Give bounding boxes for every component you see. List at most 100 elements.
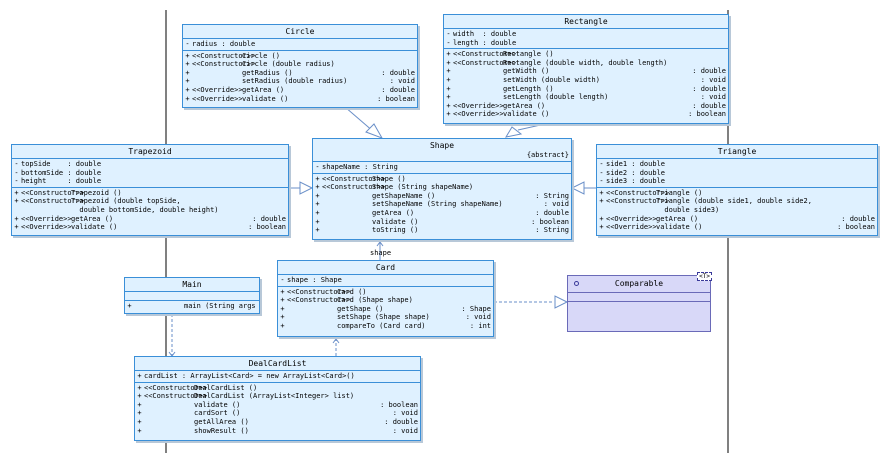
field-text: length : double [453, 38, 517, 47]
method-row: +<<Constructor>>Card () [278, 288, 493, 297]
method-return-type: : double [535, 208, 569, 217]
interface-comparable[interactable]: Comparable <T> [567, 272, 712, 332]
visibility-marker: + [14, 223, 19, 232]
method-row: +<<Constructor>>Circle (double radius) [183, 60, 417, 69]
visibility-marker: + [446, 93, 451, 102]
method-stereotype [322, 200, 372, 209]
method-return-type: : Shape [461, 304, 491, 313]
realization-card-comparable [494, 295, 569, 309]
method-stereotype [192, 69, 242, 78]
method-signature: Triangle (double side1, double side2, [656, 197, 812, 206]
interface-circle-icon [574, 281, 579, 286]
dealcardlist-fields: +cardList : ArrayList<Card> = new ArrayL… [135, 371, 420, 383]
class-shape[interactable]: Shape {abstract} -shapeName : String +<<… [312, 138, 572, 240]
method-signature: setRadius (double radius) [242, 77, 348, 86]
method-stereotype: <<Constructor>> [21, 197, 85, 206]
method-row: +setShapeName (String shapeName): void [313, 200, 571, 209]
method-return-type: : double [692, 67, 726, 76]
class-trapezoid[interactable]: Trapezoid -topSide : double-bottomSide :… [11, 144, 289, 236]
dependency-main-dealcardlist [168, 314, 176, 357]
visibility-marker: + [185, 68, 190, 77]
generalization-triangle-shape [570, 181, 596, 195]
method-row: +showResult (): void [135, 427, 420, 436]
method-signature: setShapeName (String shapeName) [372, 200, 503, 209]
shape-methods: +<<Constructor>>Shape ()+<<Constructor>>… [313, 174, 571, 236]
visibility-marker: + [446, 75, 451, 84]
field-row: -topSide : double [12, 160, 288, 169]
method-signature: Card () [337, 287, 367, 296]
class-circle[interactable]: Circle -radius : double +<<Constructor>>… [182, 24, 418, 108]
class-main-name: Main [125, 278, 259, 292]
method-return-type [286, 189, 288, 198]
method-row: +toString (): String [313, 226, 571, 235]
method-signature: setLength (double length) [503, 93, 609, 102]
method-row: +getRadius (): double [183, 69, 417, 78]
visibility-marker: + [185, 60, 190, 69]
method-stereotype: <<Constructor>> [322, 174, 386, 183]
method-stereotype: <<Constructor>> [606, 188, 670, 197]
class-dealcardlist[interactable]: DealCardList +cardList : ArrayList<Card>… [134, 356, 421, 441]
class-rectangle[interactable]: Rectangle -width : double-length : doubl… [443, 14, 729, 124]
visibility-marker: + [185, 51, 190, 60]
method-return-type [491, 288, 493, 297]
method-return-type [257, 302, 259, 311]
visibility-marker: + [446, 50, 451, 59]
visibility-marker: + [446, 58, 451, 67]
field-row: -bottomSide : double [12, 169, 288, 178]
type-parameter-label: <T> [697, 272, 712, 281]
method-return-type: : double [384, 417, 418, 426]
method-signature: toString () [372, 226, 419, 235]
field-text: radius : double [192, 40, 256, 48]
method-return-type [418, 384, 420, 393]
method-return-type [415, 60, 417, 69]
visibility-marker: + [280, 287, 285, 296]
method-return-type: : double [381, 68, 415, 77]
visibility-marker: - [446, 30, 451, 38]
method-row: +setWidth (double width): void [444, 76, 728, 85]
method-return-type [569, 175, 571, 184]
method-stereotype [192, 77, 242, 86]
method-stereotype: <<Override>> [21, 223, 72, 232]
main-methods: +main (String args[]) : void [125, 301, 259, 312]
method-row: +<<Override>>getArea (): double [183, 86, 417, 95]
method-row: double side3) [597, 206, 877, 215]
shape-fields: -shapeName : String [313, 162, 571, 174]
method-signature: Rectangle () [503, 50, 554, 59]
method-return-type: : void [465, 313, 491, 322]
visibility-marker: - [599, 160, 604, 168]
class-card-name: Card [278, 261, 493, 275]
method-signature: compareTo (Card card) [337, 321, 426, 330]
visibility-marker: - [14, 177, 19, 186]
class-main[interactable]: Main +main (String args[]) : void [124, 277, 260, 314]
visibility-marker: + [14, 197, 19, 206]
class-dealcardlist-name: DealCardList [135, 357, 420, 371]
method-row: +<<Override>>validate (): boolean [444, 110, 728, 119]
method-row: +setShape (Shape shape): void [278, 313, 493, 322]
method-stereotype: <<Constructor>> [453, 58, 517, 67]
visibility-marker: - [14, 168, 19, 177]
method-stereotype: <<Constructor>> [144, 392, 208, 401]
method-stereotype: <<Override>> [21, 214, 72, 223]
method-stereotype: <<Constructor>> [144, 383, 208, 392]
method-stereotype: <<Constructor>> [287, 296, 351, 305]
interface-comparable-header: Comparable [568, 276, 710, 293]
method-stereotype [453, 85, 503, 94]
visibility-marker: + [137, 372, 142, 380]
field-row: -side3 : double [597, 177, 877, 186]
class-rectangle-name: Rectangle [444, 15, 728, 29]
field-text: shapeName : String [322, 163, 398, 171]
visibility-marker: + [137, 417, 142, 426]
method-row: +<<Override>>validate (): boolean [12, 223, 288, 232]
method-stereotype [453, 93, 503, 102]
class-card[interactable]: Card -shape : Shape +<<Constructor>>Card… [277, 260, 494, 337]
method-signature: getAllArea () [194, 417, 249, 426]
method-return-type: : void [700, 75, 726, 84]
method-signature: validate () [656, 223, 703, 232]
class-shape-name: Shape {abstract} [313, 139, 571, 162]
method-signature: showResult () [194, 426, 249, 435]
method-stereotype: <<Override>> [192, 94, 243, 103]
method-signature: double side3) [656, 205, 720, 214]
method-stereotype: <<Constructor>> [606, 197, 670, 206]
method-stereotype: <<Constructor>> [322, 183, 386, 192]
class-triangle[interactable]: Triangle -side1 : double-side2 : double-… [596, 144, 878, 236]
